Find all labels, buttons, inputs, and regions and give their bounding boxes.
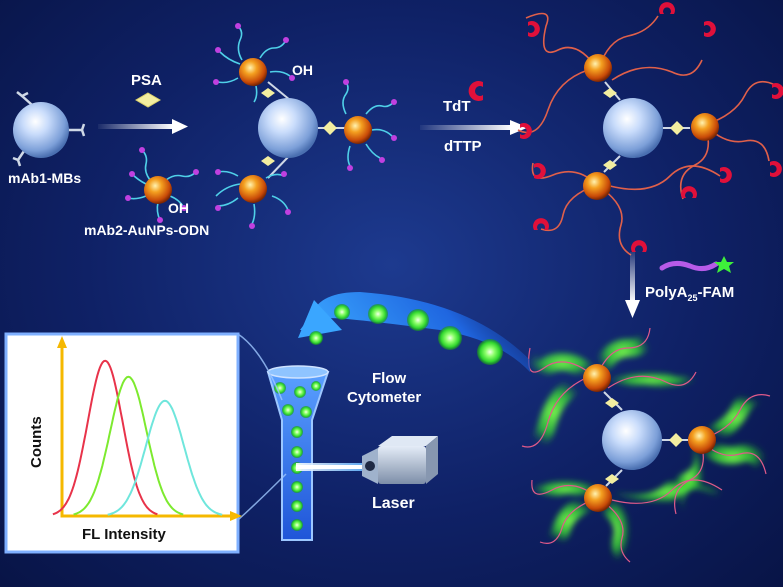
histogram-plot <box>52 336 242 521</box>
sandwich-complex <box>213 23 397 229</box>
mab1-mb-particle <box>12 91 86 167</box>
histogram-panel <box>4 332 242 554</box>
cytometer-label: Cytometer <box>347 389 422 406</box>
fluorescent-beads-stream <box>309 304 503 365</box>
dttp-label: dTTP <box>444 138 482 155</box>
flow-label: Flow <box>372 370 407 387</box>
laser-device <box>296 436 438 484</box>
x-axis-arrowhead <box>230 511 242 521</box>
arrow-polya <box>625 252 640 318</box>
flow-cell <box>266 365 330 541</box>
fluorescent-complex <box>513 319 779 571</box>
arrow-psa <box>98 119 188 134</box>
histogram-curve-1 <box>52 359 158 516</box>
polya-fam-probe-icon <box>659 256 734 273</box>
oh-label-bottom: OH <box>168 200 189 216</box>
histogram-curve-3 <box>107 399 223 516</box>
flow-injection-arrow <box>298 292 530 372</box>
y-axis-label: Counts <box>28 416 45 468</box>
mab2-aunp-odn-particle <box>125 147 199 223</box>
psa-diamond-icon <box>135 92 161 108</box>
mab2-label: mAb2-AuNPs-ODN <box>84 222 210 238</box>
oh-label-top: OH <box>292 62 313 78</box>
histogram-curve-2 <box>73 375 184 516</box>
mab1-mbs-label: mAb1-MBs <box>8 170 82 186</box>
axes <box>60 346 232 518</box>
polya-subscript: 25 <box>687 293 698 303</box>
polyt-elongated-complex <box>517 2 783 256</box>
laser-label: Laser <box>372 495 415 512</box>
psa-label: PSA <box>131 72 162 89</box>
polya-fam-label: PolyA25-FAM <box>645 284 734 303</box>
arrow-tdt <box>420 120 528 135</box>
tdt-enzyme-icon <box>468 81 483 101</box>
y-axis-arrowhead <box>57 336 67 348</box>
zoom-lines <box>237 333 287 521</box>
polya-suffix: -FAM <box>697 284 735 301</box>
tdt-label: TdT <box>443 98 471 115</box>
polya-prefix: PolyA <box>645 284 688 301</box>
x-axis-label: FL Intensity <box>82 526 166 543</box>
